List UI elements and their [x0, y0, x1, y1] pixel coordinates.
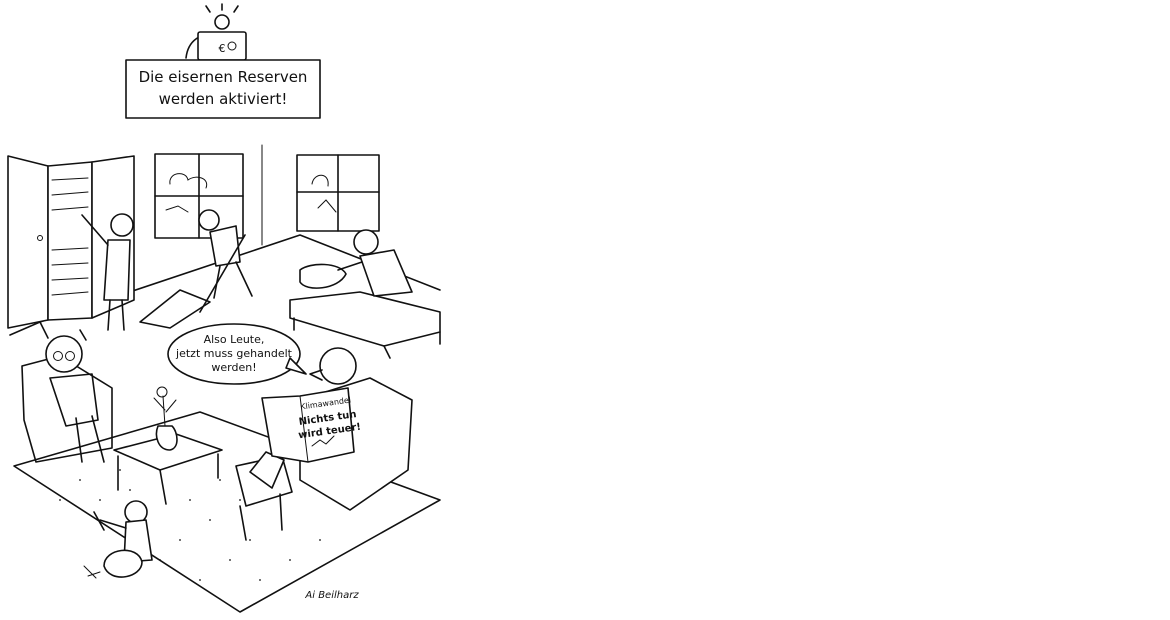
speech-line-3: werden! — [211, 361, 256, 374]
woman-making-bed — [337, 229, 413, 297]
child-with-piggy-bank — [83, 500, 153, 579]
newspaper: Klimawandel Nichts tun wird teuer! — [261, 387, 362, 463]
coffee-table — [113, 386, 223, 505]
window-right — [296, 154, 380, 232]
man-with-broom — [139, 209, 253, 329]
grandmother-knitting — [21, 321, 113, 463]
artist-signature: Ai Beilharz — [304, 590, 359, 601]
caption-line-1: Die eisernen Reserven — [139, 68, 308, 86]
speech-line-1: Also Leute, — [204, 333, 265, 346]
speech-line-2: jetzt muss gehandelt — [175, 347, 293, 360]
window-left — [154, 153, 244, 239]
bed — [289, 263, 441, 359]
caption-box: Die eisernen Reserven werden aktiviert! — [125, 59, 321, 119]
speech-bubble: Also Leute, jetzt muss gehandelt werden! — [167, 323, 307, 385]
cartoon-illustration: € Die eisernen Reserven werden aktiviert… — [7, 3, 441, 613]
caption-line-2: werden aktiviert! — [159, 90, 288, 108]
svg-text:€: € — [219, 42, 226, 55]
wardrobe — [7, 155, 135, 329]
figure-with-safe: € — [185, 3, 247, 61]
woman-at-wardrobe — [81, 213, 134, 331]
rug — [13, 411, 441, 613]
